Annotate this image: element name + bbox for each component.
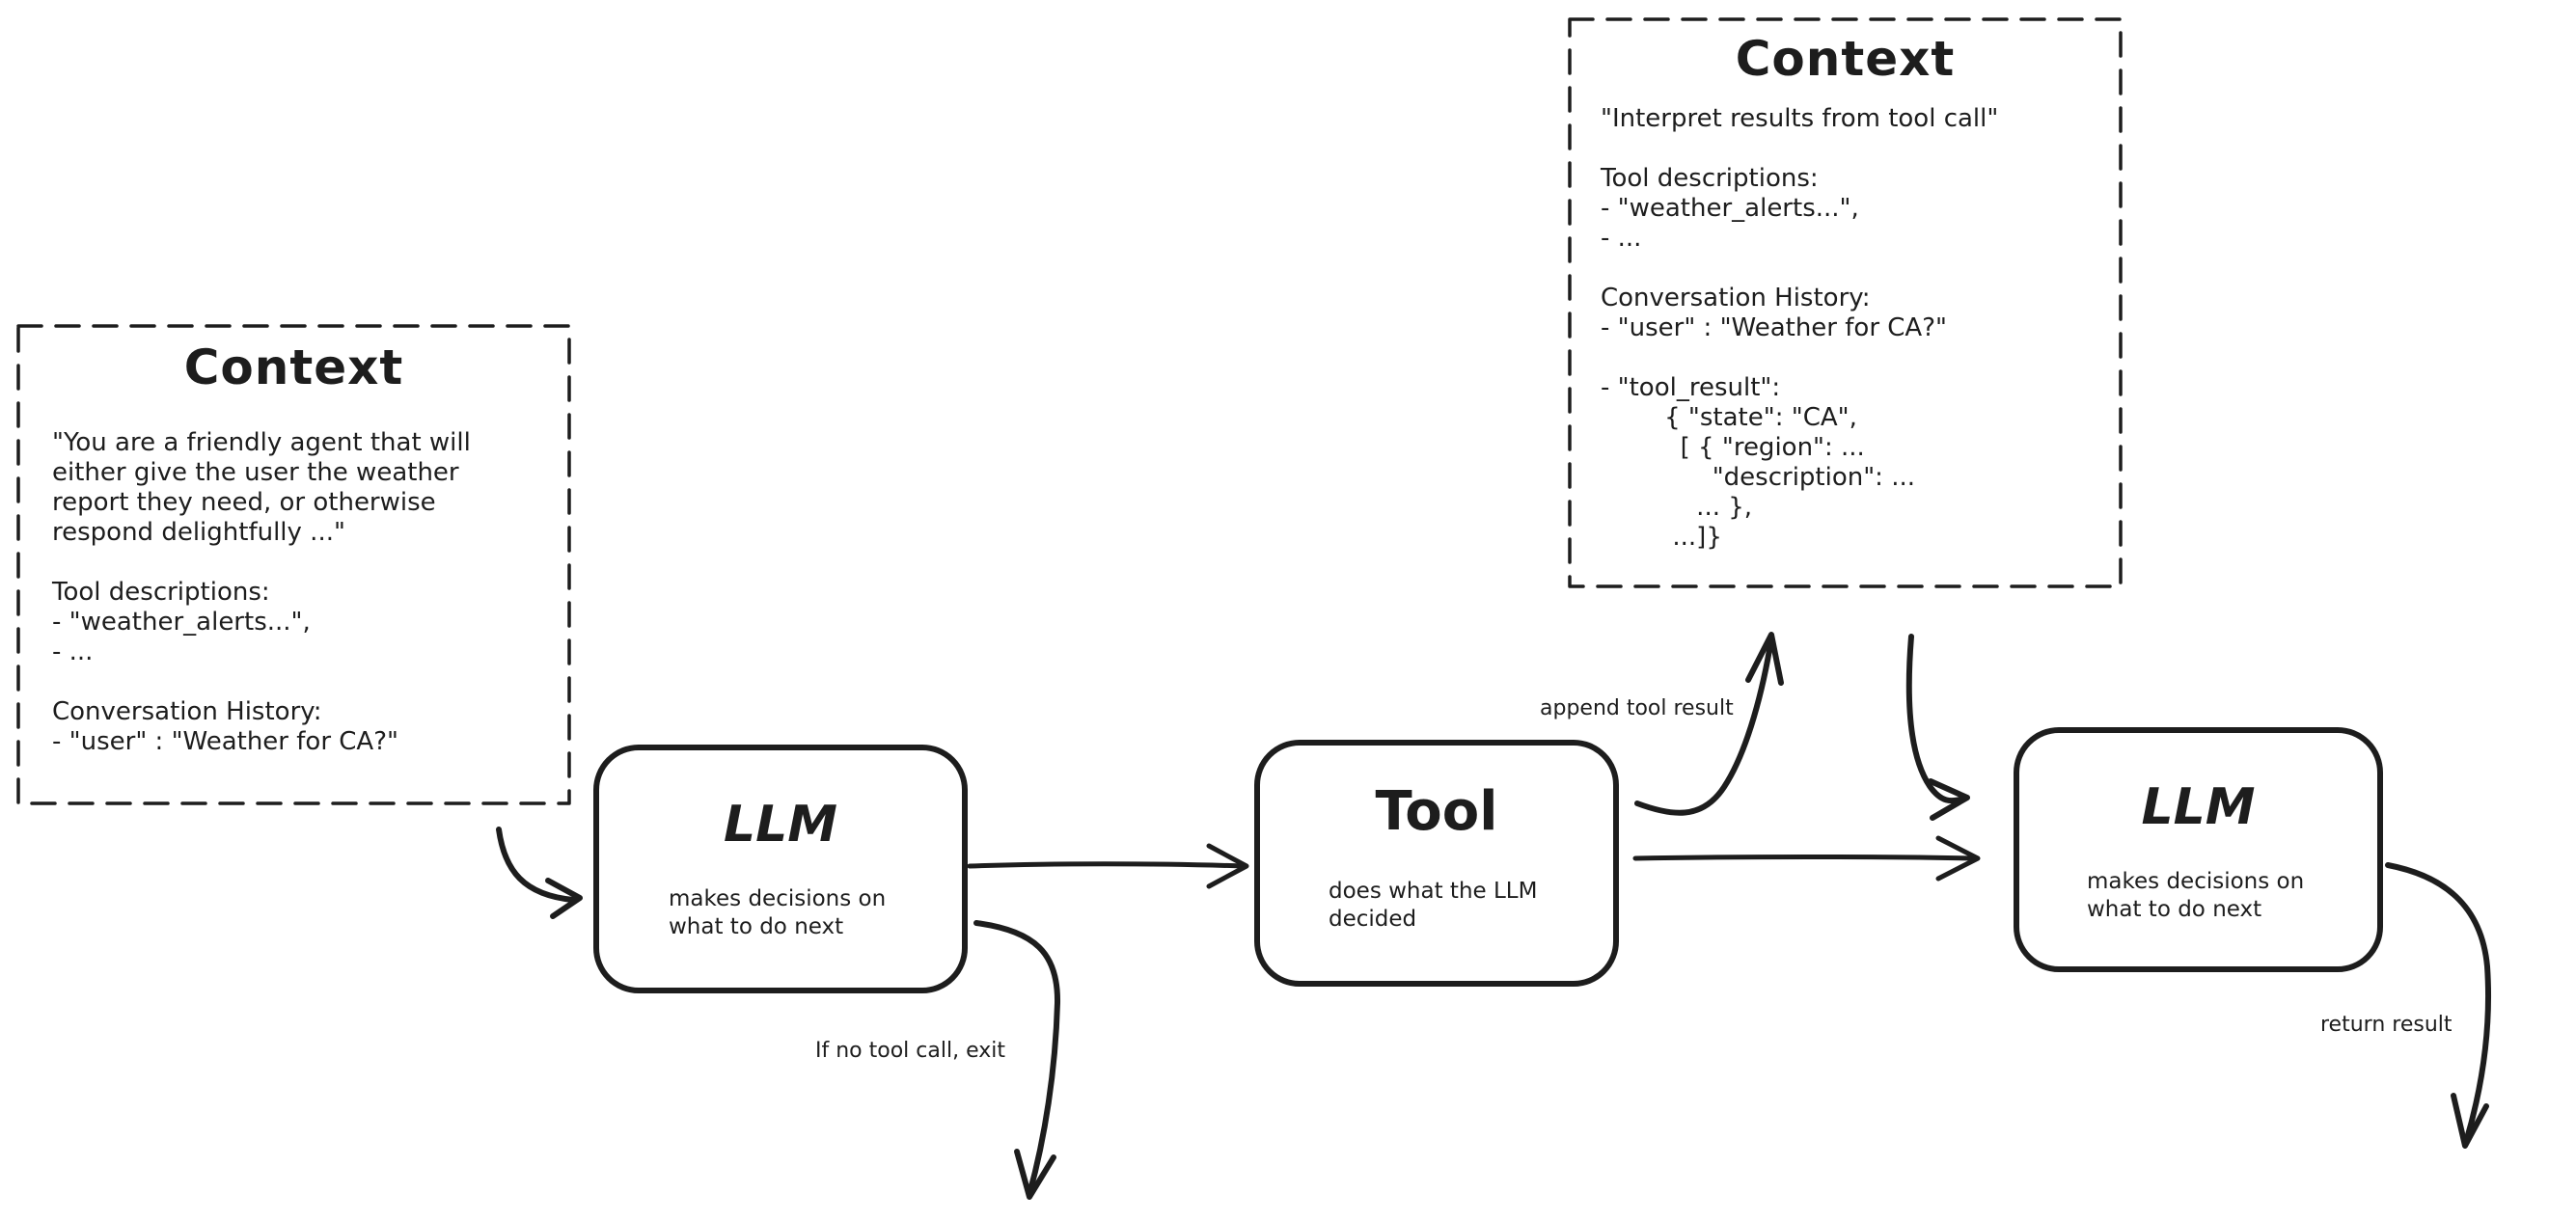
append-tool-result-label: append tool result [1540,696,1734,720]
arrowhead-llm1-exit [1014,1149,1056,1200]
arrowhead-llm1-to-tool [1206,843,1249,889]
arrow-tool-to-context-top [1634,636,1774,816]
if-no-tool-call-exit-label: If no tool call, exit [815,1039,1005,1063]
return-result-label: return result [2320,1013,2453,1037]
context-left-title: Context [183,339,404,395]
llm-1-box-outline [593,745,968,993]
llm-1-subtitle: makes decisions on what to do next [669,886,887,939]
arrowhead-llm2-return [2451,1093,2489,1149]
arrow-context-left-to-llm1 [496,827,576,903]
context-left-box: Context "You are a friendly agent that w… [18,326,569,803]
arrowhead-context-top-to-llm2 [1928,778,1970,821]
llm-1-title: LLM [723,796,837,854]
context-top-title: Context [1735,31,1956,87]
arrow-context-top-to-llm2 [1905,634,1966,804]
context-top-box-outline [1568,17,2123,588]
arrow-llm1-to-tool [967,861,1246,869]
tool-box-outline [1254,740,1619,987]
arrow-llm1-exit [973,920,1061,1197]
context-left-box-outline [16,324,571,805]
tool-subtitle: does what the LLM decided [1329,879,1538,932]
arrowhead-tool-to-llm2 [1935,835,1981,882]
arrowhead-context-left-to-llm1 [545,878,583,919]
llm-1-node: LLM makes decisions on what to do next [596,747,965,990]
llm-2-node: LLM makes decisions on what to do next [2016,730,2380,969]
tool-title: Tool [1375,780,1498,843]
context-top-body: "Interpret results from tool call" Tool … [1601,104,1999,552]
arrow-llm2-return [2385,862,2492,1145]
llm-2-box-outline [2014,727,2383,972]
context-left-body: "You are a friendly agent that will eith… [52,428,471,756]
tool-node: Tool does what the LLM decided [1257,743,1616,984]
llm-2-title: LLM [2141,778,2256,836]
context-top-box: Context "Interpret results from tool cal… [1570,19,2121,586]
llm-2-subtitle: makes decisions on what to do next [2087,869,2305,922]
arrow-tool-to-llm2 [1632,855,1977,861]
arrowhead-tool-to-context-top [1745,632,1784,686]
